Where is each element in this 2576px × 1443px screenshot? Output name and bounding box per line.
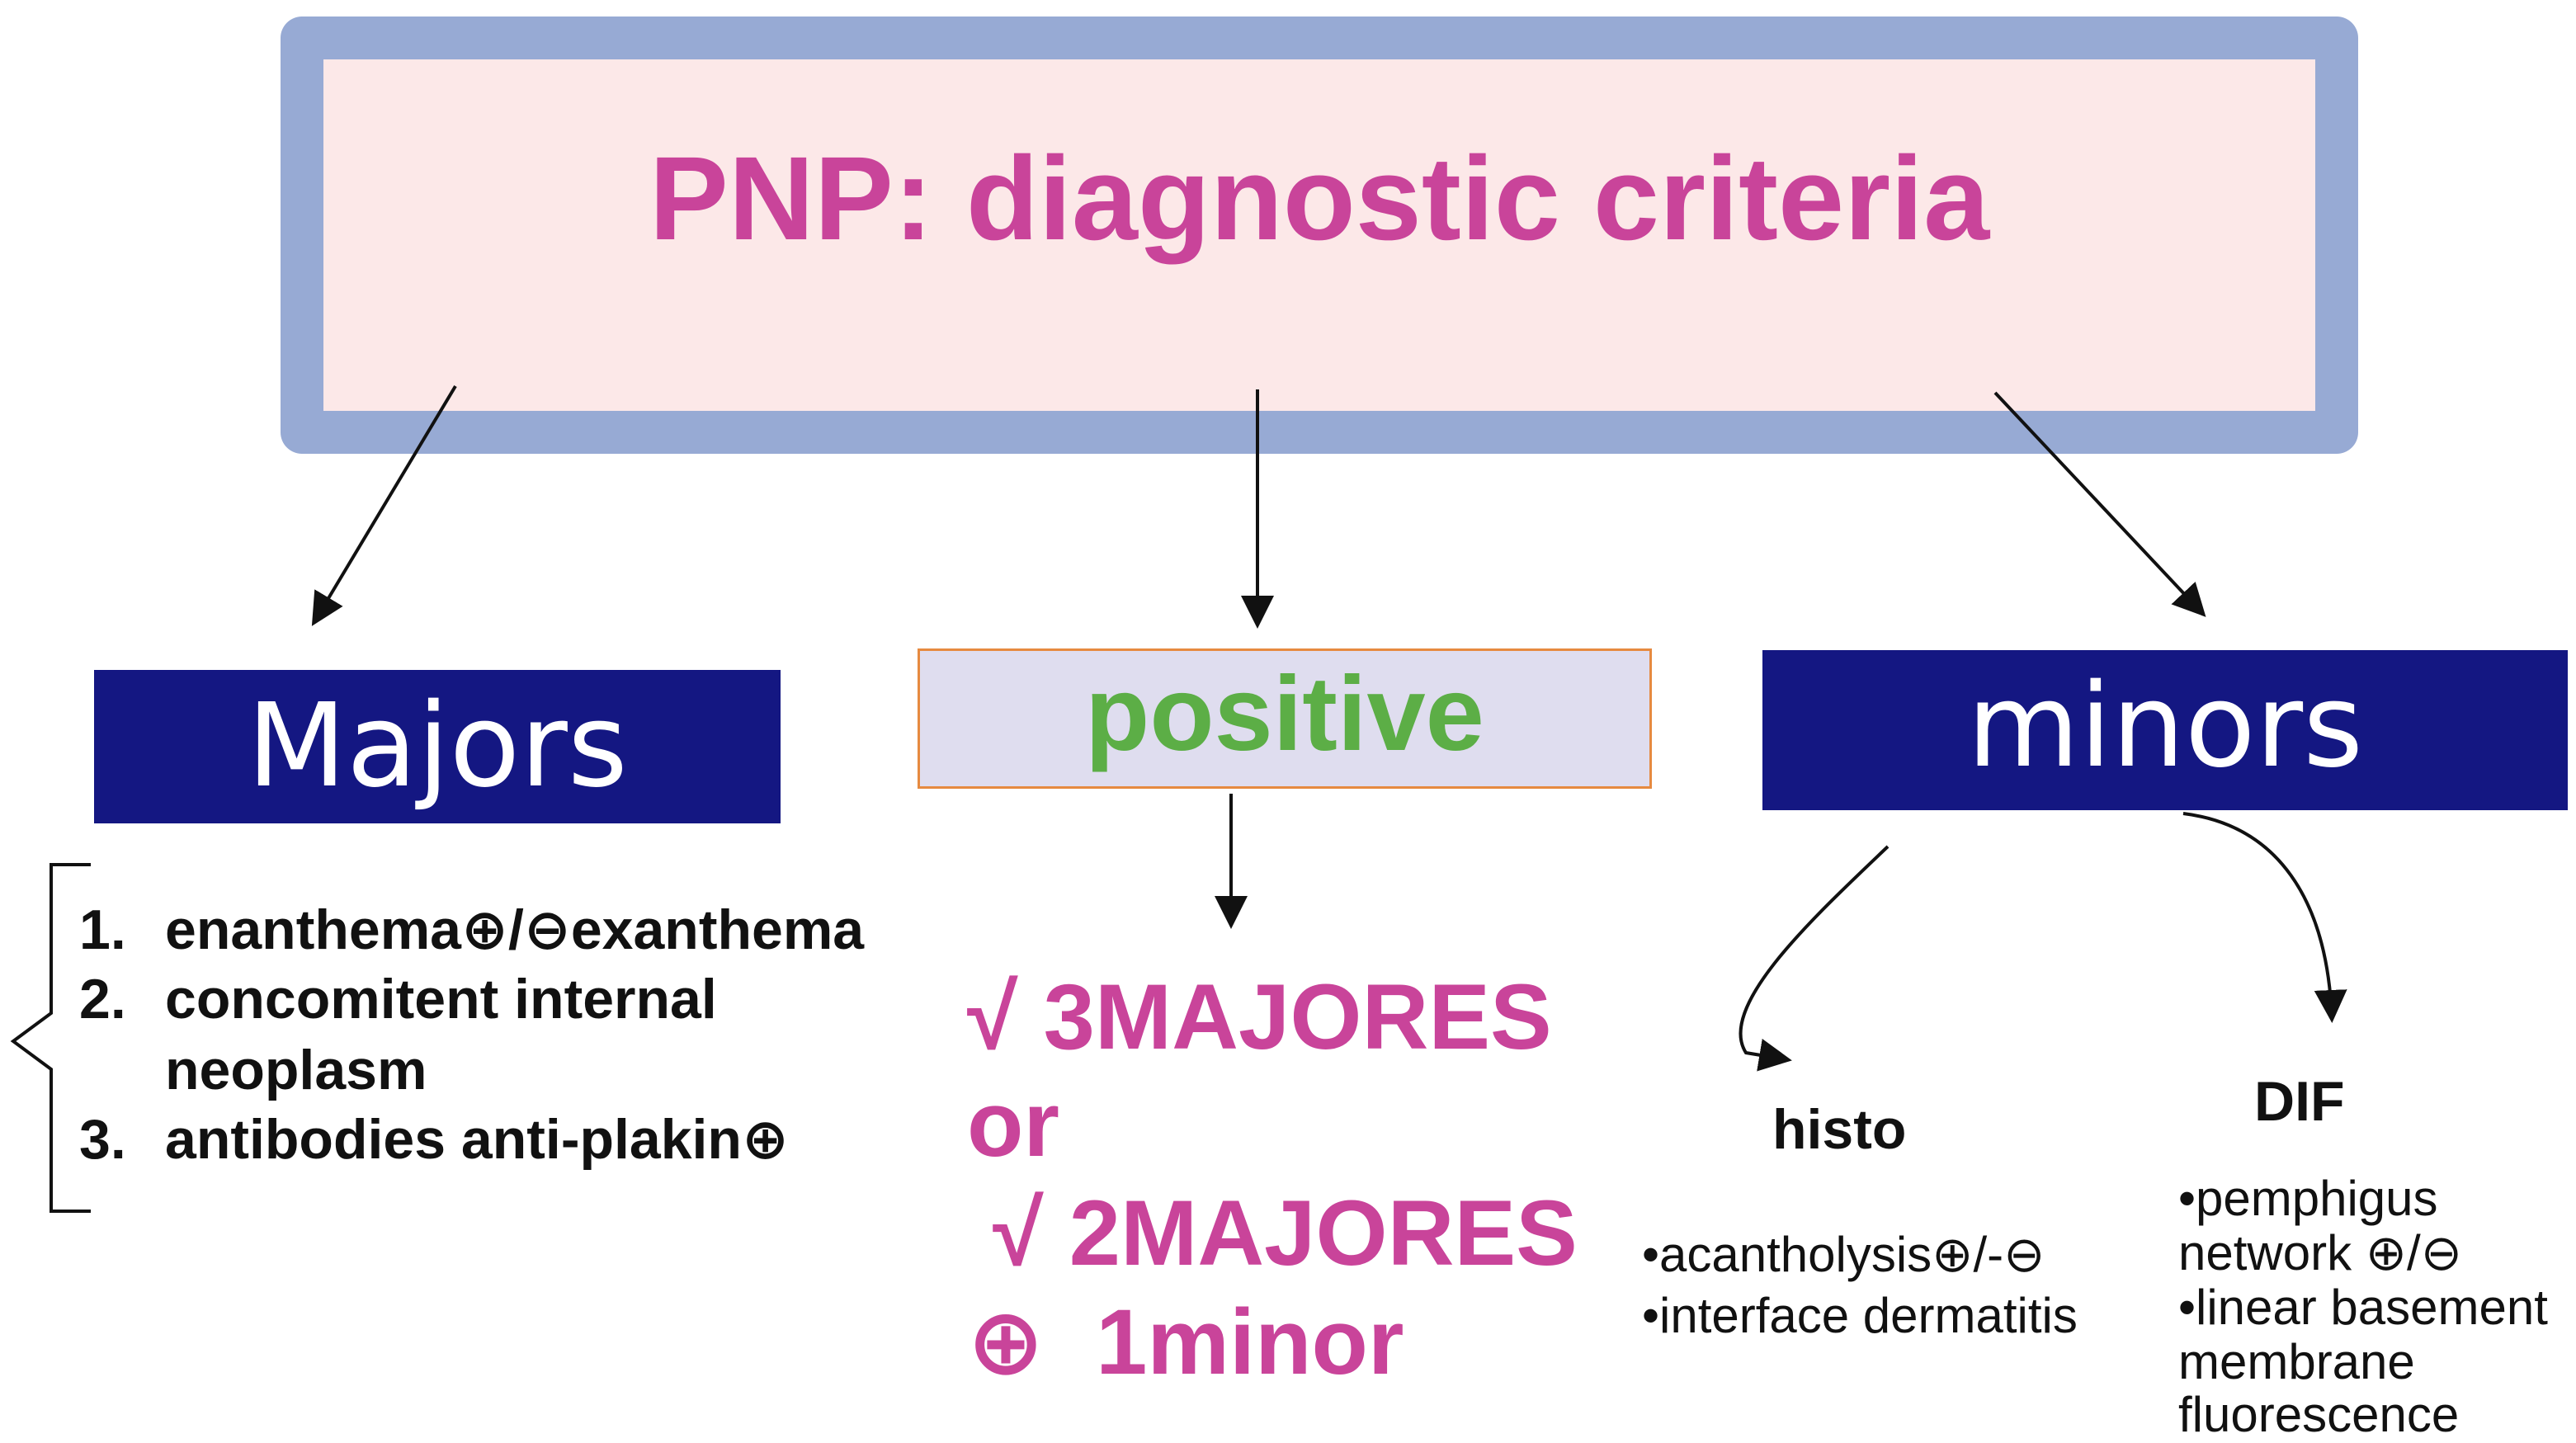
dif-label: DIF bbox=[2254, 1070, 2345, 1133]
histo-label: histo bbox=[1772, 1098, 1907, 1161]
minors-box: minors bbox=[1762, 650, 2568, 810]
title-frame bbox=[281, 17, 2358, 454]
major-criterion-text: antibodies anti-plakin⊕ bbox=[165, 1108, 789, 1171]
dif-bullet: membrane bbox=[2178, 1334, 2415, 1389]
criteria-line-3: √ 2MAJORES bbox=[967, 1181, 1578, 1285]
dif-bullet: fluorescence bbox=[2178, 1387, 2460, 1442]
dif-bullet: •linear basement bbox=[2178, 1280, 2548, 1335]
major-criterion-2-continued: neoplasm bbox=[79, 1038, 427, 1102]
criteria-line-2: or bbox=[967, 1073, 1059, 1176]
major-criterion-3: 3. antibodies anti-plakin⊕ bbox=[79, 1107, 789, 1172]
major-criterion-number: 3. bbox=[79, 1108, 126, 1171]
page-title: PNP: diagnostic criteria bbox=[649, 132, 1990, 265]
arrow-to-dif bbox=[2182, 812, 2347, 1023]
majors-brace bbox=[10, 863, 91, 1213]
major-criterion-1: 1. enanthema⊕/⊖exanthema bbox=[79, 898, 864, 963]
major-criterion-number: 1. bbox=[79, 898, 126, 961]
major-criterion-text: concomitent internal bbox=[165, 968, 717, 1030]
major-criterion-text: enanthema⊕/⊖exanthema bbox=[165, 898, 865, 961]
histo-bullet: •interface dermatitis bbox=[1642, 1288, 2078, 1343]
dif-bullet: network ⊕/⊖ bbox=[2178, 1225, 2462, 1280]
criteria-line-1: √ 3MAJORES bbox=[967, 965, 1552, 1068]
arrow-to-minors bbox=[1993, 391, 2206, 617]
histo-bullet: •acantholysis⊕/-⊖ bbox=[1642, 1227, 2045, 1282]
major-criterion-text: neoplasm bbox=[165, 1039, 427, 1101]
major-criterion-number: 2. bbox=[79, 968, 126, 1030]
criteria-line-4: ⊕ 1minor bbox=[967, 1290, 1404, 1393]
dif-bullet: •pemphigus bbox=[2178, 1171, 2438, 1226]
positive-box: positive bbox=[918, 648, 1652, 789]
majors-box: Majors bbox=[94, 670, 781, 823]
arrow-to-histo bbox=[1739, 845, 1890, 1072]
major-criterion-2: 2. concomitent internal bbox=[79, 967, 717, 1031]
arrow-to-majors bbox=[311, 384, 457, 626]
